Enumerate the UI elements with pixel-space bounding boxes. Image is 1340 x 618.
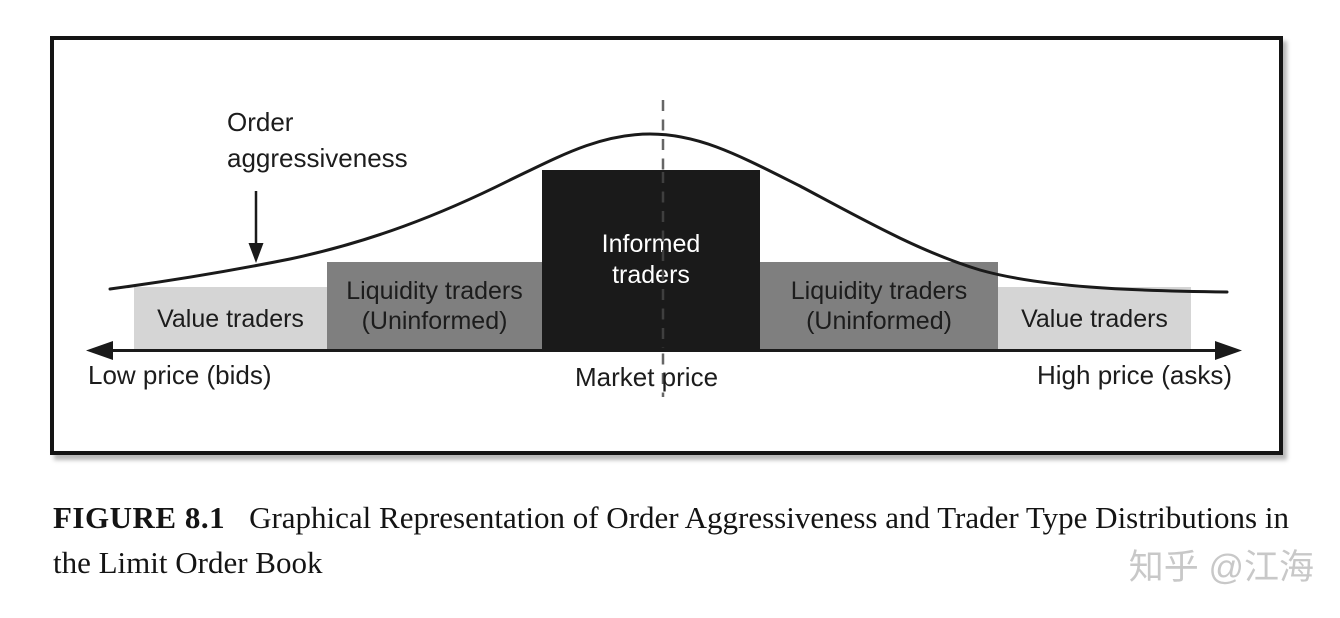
figure-caption: FIGURE 8.1 Graphical Representation of Or… <box>53 495 1328 585</box>
order-aggressiveness-annotation: Order aggressiveness <box>227 104 408 176</box>
axis-label-market-price: Market price <box>575 362 719 392</box>
zhihu-watermark: 知乎 @江海 <box>1128 548 1314 587</box>
informed-traders-label-line1: Informed <box>601 230 701 258</box>
value-traders-left-label: Value traders <box>157 304 304 333</box>
value-traders-left-box: Value traders <box>134 287 327 350</box>
order-aggressiveness-line1: Order <box>227 107 294 137</box>
value-traders-right-box: Value traders <box>998 287 1191 350</box>
figure-caption-number: FIGURE 8.1 <box>53 500 226 535</box>
liquidity-traders-left-label-line2: (Uninformed) <box>361 307 508 335</box>
informed-traders-label-line2: traders <box>612 261 690 289</box>
figure-caption-text-line2: the Limit Order Book <box>53 545 323 580</box>
liquidity-traders-right-box: Liquidity traders (Uninformed) <box>760 262 998 350</box>
figure-caption-text-line1: Graphical Representation of Order Aggres… <box>249 500 1289 535</box>
liquidity-traders-left-label-line1: Liquidity traders <box>346 277 523 305</box>
liquidity-traders-right-label-line2: (Uninformed) <box>806 307 952 335</box>
axis-label-low-price: Low price (bids) <box>88 360 272 390</box>
axis-label-high-price: High price (asks) <box>1037 360 1233 390</box>
informed-traders-box: Informed traders <box>542 170 760 350</box>
liquidity-traders-right-label-line1: Liquidity traders <box>790 277 968 305</box>
value-traders-right-label: Value traders <box>1021 304 1168 333</box>
liquidity-traders-left-box: Liquidity traders (Uninformed) <box>327 262 542 350</box>
order-aggressiveness-line2: aggressiveness <box>227 143 408 173</box>
